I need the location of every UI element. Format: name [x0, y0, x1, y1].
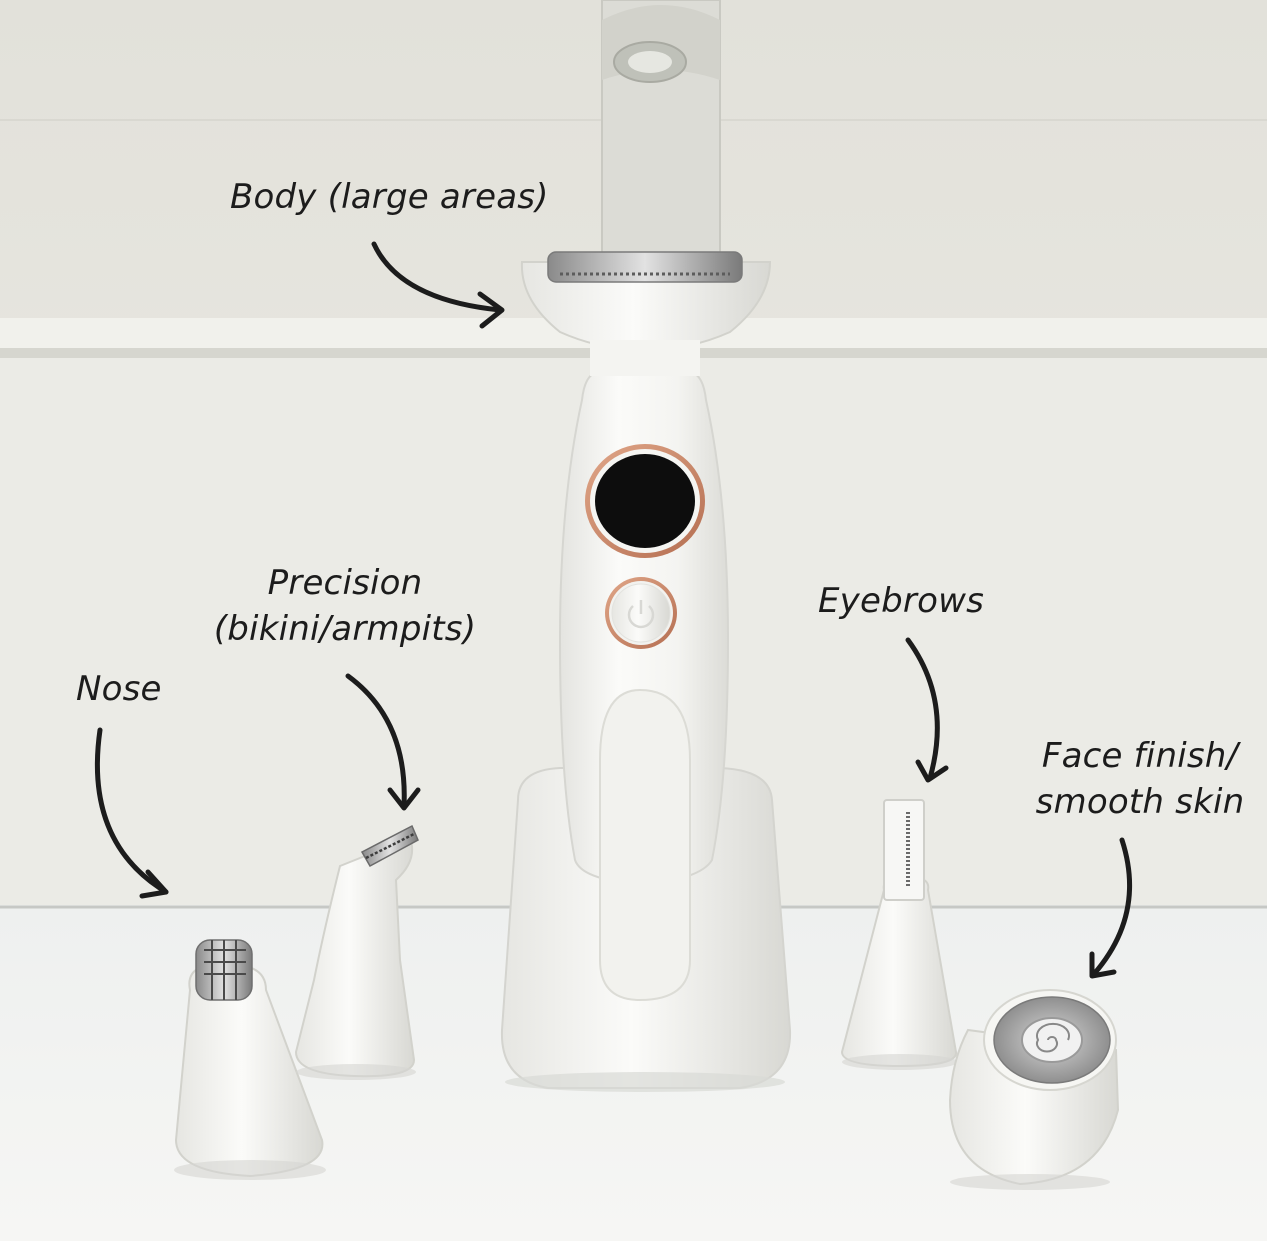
eyebrows-label: Eyebrows [818, 578, 984, 624]
face-label-line1: Face finish/ [1041, 736, 1239, 776]
arrow-face [1089, 837, 1133, 979]
precision-attachment [294, 824, 419, 1080]
body-label-text: Body (large areas) [230, 177, 549, 217]
display-screen [585, 444, 705, 558]
body-head-attachment [520, 251, 772, 376]
precision-label: Precision (bikini/armpits) [190, 560, 500, 652]
precision-label-line2: (bikini/armpits) [213, 609, 477, 649]
nose-label-text: Nose [76, 669, 162, 709]
face-finish-label: Face finish/ smooth skin [1030, 733, 1250, 825]
nose-label: Nose [76, 666, 162, 712]
power-button [605, 577, 677, 649]
precision-label-line1: Precision [267, 563, 423, 603]
face-finish-attachment [948, 989, 1120, 1190]
arrow-nose [94, 727, 169, 899]
eyebrows-label-text: Eyebrows [818, 581, 985, 621]
nose-attachment [174, 939, 326, 1180]
arrow-precision [345, 673, 421, 811]
eyebrow-attachment [840, 799, 958, 1070]
arrow-body [371, 241, 505, 329]
body-label: Body (large areas) [230, 174, 549, 220]
face-label-line2: smooth skin [1035, 782, 1245, 822]
arrow-eyebrows [905, 637, 949, 783]
